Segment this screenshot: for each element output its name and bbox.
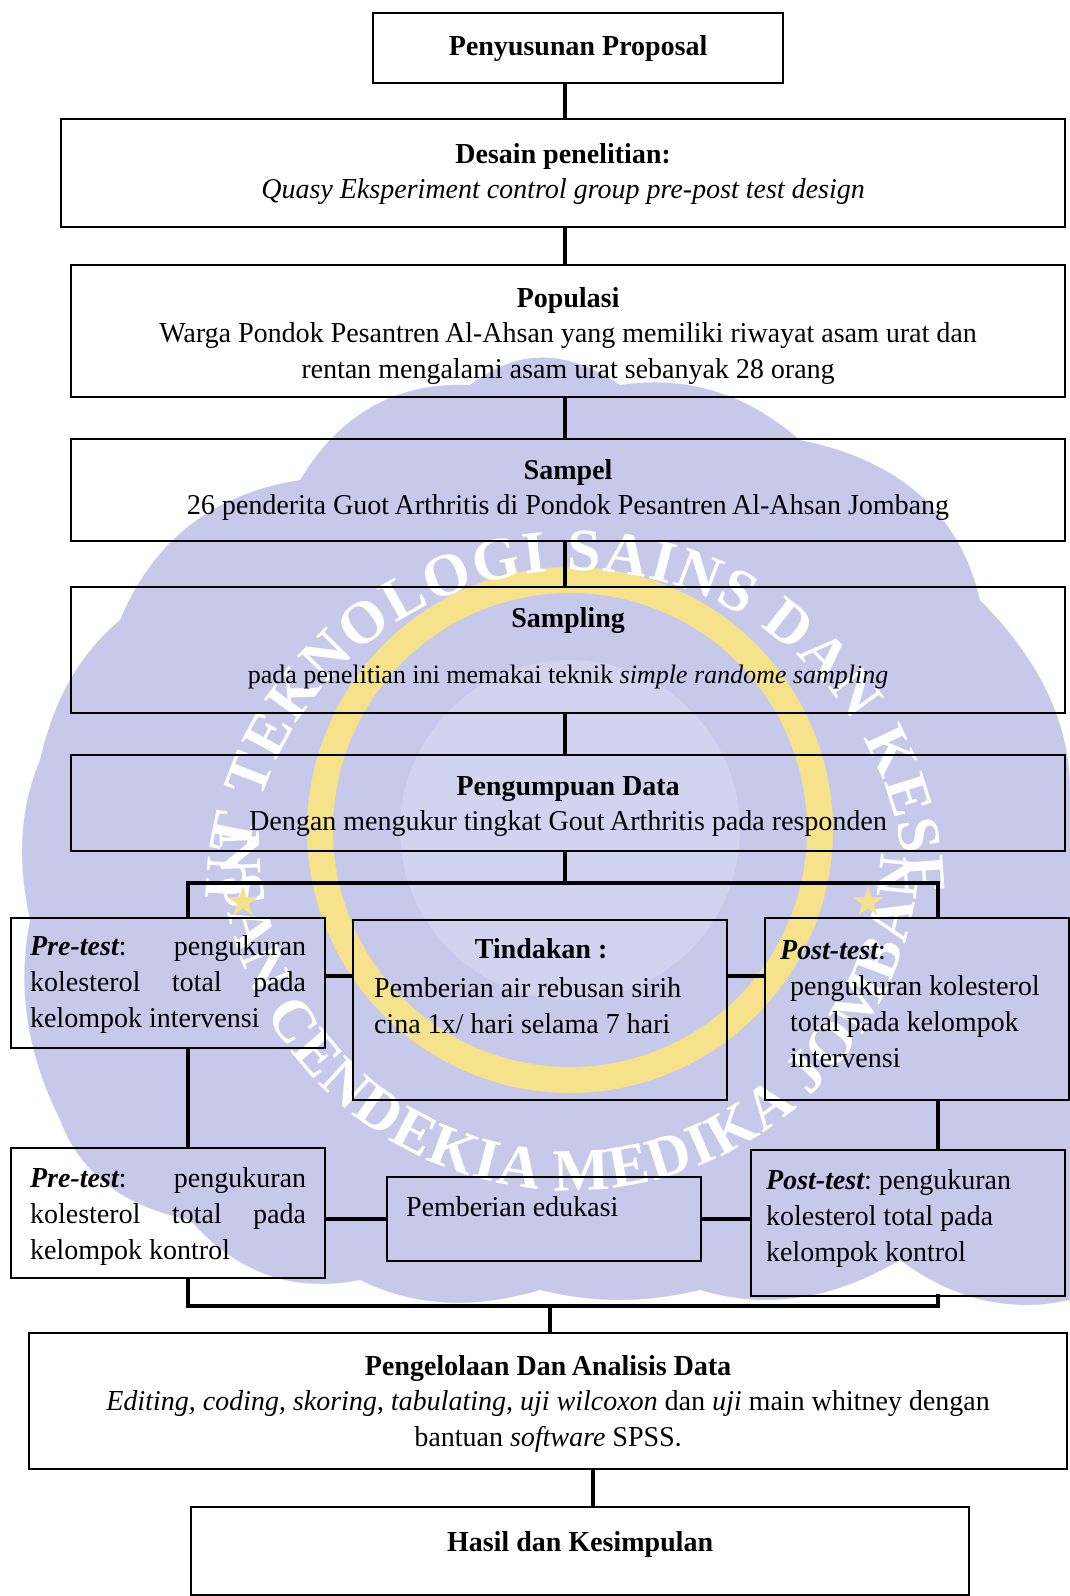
desain-text: Quasy Eksperiment control group pre-post…: [261, 174, 865, 205]
sampel-title: Sampel: [523, 455, 613, 486]
tindakan-text: Pemberian air rebusan sirih cina 1x/ har…: [374, 973, 682, 1040]
connector: [936, 881, 940, 919]
analisis-line-2: bantuan software SPSS.: [30, 1420, 1066, 1456]
proposal-box: Penyusunan Proposal: [372, 12, 784, 84]
analisis-spss: SPSS.: [605, 1422, 682, 1453]
posttest-kontrol-text: Post-test: pengukuran kolesterol total p…: [766, 1163, 1056, 1271]
sampling-text-plain: pada penelitian ini memakai teknik: [247, 660, 620, 689]
analisis-line-1: Editing, coding, skoring, tabulating, uj…: [30, 1384, 1066, 1420]
analisis-bantuan: bantuan: [414, 1422, 510, 1453]
analisis-and: dan: [657, 1386, 713, 1417]
connector: [186, 1304, 940, 1308]
connector: [700, 1217, 752, 1221]
connector: [186, 1277, 190, 1307]
populasi-line-2: rentan mengalami asam urat sebanyak 28 o…: [301, 354, 835, 385]
connector: [563, 850, 567, 883]
proposal-title: Penyusunan Proposal: [448, 31, 708, 62]
pretest-intervensi-label: Pre-test: [30, 931, 119, 962]
populasi-box: Populasi Warga Pondok Pesantren Al-Ahsan…: [70, 264, 1066, 398]
desain-title: Desain penelitian:: [455, 139, 671, 170]
analisis-box: Pengelolaan Dan Analisis Data Editing, c…: [28, 1332, 1068, 1470]
connector: [186, 1047, 190, 1147]
connector: [186, 881, 190, 919]
posttest-kontrol-box: Post-test: pengukuran kolesterol total p…: [750, 1149, 1066, 1297]
pretest-kontrol-box: Pre-test: pengukuran kolesterol total pa…: [10, 1147, 326, 1279]
populasi-line-1: Warga Pondok Pesantren Al-Ahsan yang mem…: [159, 318, 977, 349]
sampel-text: 26 penderita Guot Arthritis di Pondok Pe…: [186, 490, 950, 521]
pretest-intervensi-box: Pre-test: pengukuran kolesterol total pa…: [10, 917, 326, 1049]
tindakan-box: Tindakan : Pemberian air rebusan sirih c…: [352, 919, 728, 1101]
connector: [591, 1468, 595, 1508]
connector: [726, 974, 766, 978]
sampling-text-italic: simple randome sampling: [619, 660, 889, 689]
posttest-intervensi-label: Post-test: [780, 935, 878, 966]
pengumpulan-title: Pengumpuan Data: [456, 771, 680, 802]
sampling-title: Sampling: [511, 603, 625, 634]
connector: [936, 1294, 940, 1307]
connector: [563, 540, 567, 588]
sampling-text: pada penelitian ini memakai teknik simpl…: [72, 658, 1064, 692]
pretest-kontrol-text: Pre-test: pengukuran kolesterol total pa…: [30, 1161, 306, 1269]
posttest-intervensi-box: Post-test: pengukuran kolesterol total p…: [764, 917, 1070, 1101]
connector: [324, 1217, 388, 1221]
populasi-title: Populasi: [516, 283, 620, 314]
connector: [563, 226, 567, 266]
connector: [936, 1099, 940, 1151]
posttest-intervensi-colon: :: [878, 935, 886, 966]
hasil-title: Hasil dan Kesimpulan: [446, 1527, 714, 1558]
pretest-kontrol-label: Pre-test: [30, 1163, 119, 1194]
sampling-box: Sampling pada penelitian ini memakai tek…: [70, 586, 1066, 714]
edukasi-box: Pemberian edukasi: [386, 1176, 702, 1262]
hasil-box: Hasil dan Kesimpulan: [190, 1506, 970, 1596]
connector: [563, 82, 567, 120]
posttest-intervensi-desc: pengukuran kolesterol total pada kelompo…: [790, 971, 1040, 1074]
posttest-kontrol-desc: : pengukuran kolesterol total pada kelom…: [766, 1165, 1011, 1268]
tindakan-title: Tindakan :: [474, 934, 608, 965]
pretest-intervensi-text: Pre-test: pengukuran kolesterol total pa…: [30, 929, 306, 1037]
analisis-software: software: [509, 1422, 606, 1453]
desain-box: Desain penelitian: Quasy Eksperiment con…: [60, 118, 1066, 228]
posttest-kontrol-label: Post-test: [766, 1165, 864, 1196]
pretest-intervensi-desc: : pengukuran kolesterol total pada kelom…: [30, 931, 306, 1034]
connector: [324, 974, 354, 978]
sampel-box: Sampel 26 penderita Guot Arthritis di Po…: [70, 438, 1066, 542]
connector: [563, 712, 567, 756]
pengumpulan-box: Pengumpuan Data Dengan mengukur tingkat …: [70, 754, 1066, 852]
connector: [563, 396, 567, 440]
connector: [186, 881, 940, 885]
edukasi-text: Pemberian edukasi: [406, 1192, 619, 1223]
connector: [548, 1304, 552, 1334]
posttest-intervensi-head: Post-test:: [780, 933, 1058, 969]
analisis-methods: Editing, coding, skoring, tabulating, uj…: [106, 1386, 658, 1417]
analisis-title: Pengelolaan Dan Analisis Data: [364, 1351, 732, 1382]
analisis-mann-whitney: main whitney dengan: [741, 1386, 990, 1417]
pretest-kontrol-desc: : pengukuran kolesterol total pada kelom…: [30, 1163, 306, 1266]
pengumpulan-text: Dengan mengukur tingkat Gout Arthritis p…: [249, 806, 887, 837]
analisis-uji: uji: [712, 1386, 742, 1417]
